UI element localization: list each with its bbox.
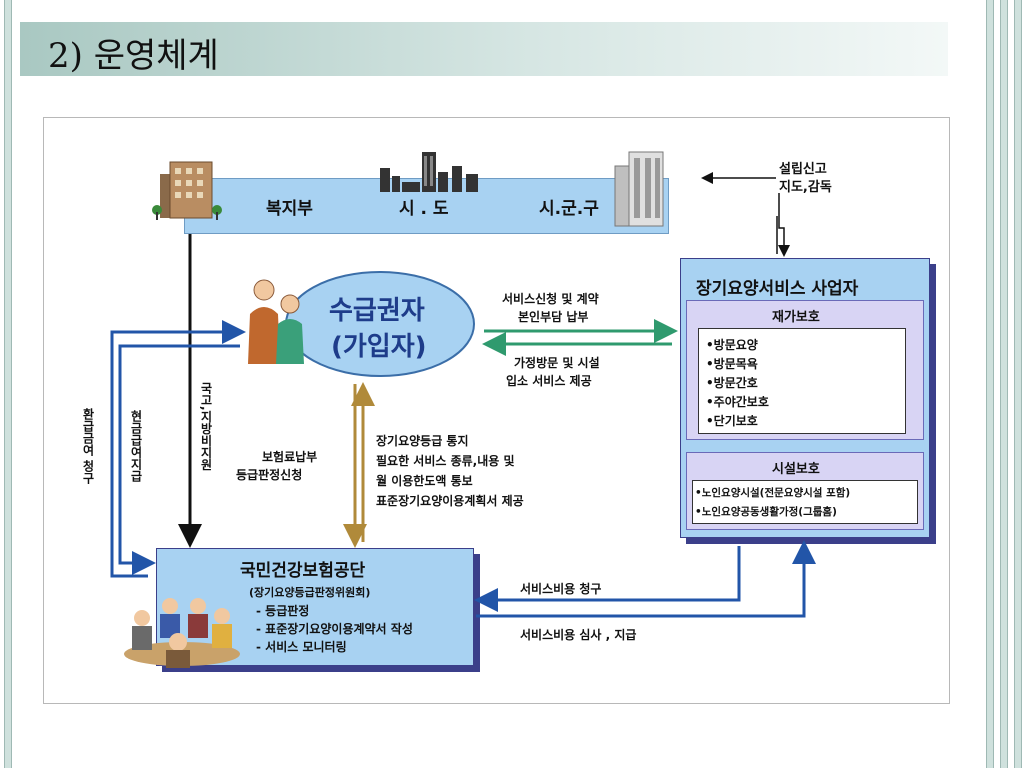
title-bar: 2) 운영체계 [20, 22, 948, 76]
gov-item-ministry: 복지부 [266, 199, 313, 219]
flow-billing: 서비스비용 청구 [520, 582, 602, 596]
nhis-title: 국민건강보험공단 [240, 561, 366, 581]
recipient-line-1: 수급권자 [329, 296, 425, 326]
facility-care-item: •노인요양시설(전문요양시설 포함) [695, 487, 851, 499]
facility-care-item: •노인요양공동생활가정(그룹홈) [695, 506, 837, 518]
office-tower-icon [614, 151, 664, 227]
flow-payment: 서비스비용 심사 , 지급 [520, 628, 637, 642]
nhis-item: - 표준장기요양이용계약서 작성 [256, 622, 413, 636]
home-care-item: •방문요양 [706, 338, 758, 352]
elderly-couple-icon [248, 279, 304, 364]
gov-note-line-1: 설립신고 [779, 162, 827, 177]
flow-nhis-to-recipient: 필요한 서비스 종류,내용 및 [376, 454, 515, 468]
home-care-heading: 재가보호 [772, 310, 820, 325]
recipient-line-2: (가입자) [331, 332, 427, 362]
nhis-item: - 서비스 모니터링 [256, 640, 347, 654]
flow-vertical-refund: 환급금여 청구 [81, 408, 95, 485]
right-rail-2 [1000, 0, 1008, 768]
flow-recipient-to-nhis: 보험료납부 [262, 450, 318, 464]
flow-arrows [110, 172, 816, 618]
right-rail-3 [1014, 0, 1022, 768]
flow-to-recipient: 입소 서비스 제공 [506, 374, 592, 388]
slide-title: 2) 운영체계 [48, 36, 219, 76]
nhis-subtitle: (장기요양등급판정위원회) [249, 586, 371, 599]
diagram-frame: 복지부 시 . 도 시.군.구 설립신고 지도,감독 장기요양서비스 사 [43, 117, 950, 704]
flow-nhis-to-recipient: 월 이용한도액 통보 [376, 474, 473, 488]
home-care-item: •주야간보호 [706, 395, 769, 409]
meeting-people-icon [124, 598, 240, 668]
home-care-item: •방문목욕 [706, 357, 758, 371]
right-rail-1 [986, 0, 994, 768]
flow-vertical-cash: 현금급여지급 [129, 410, 143, 482]
home-care-list [698, 328, 906, 434]
flow-nhis-to-recipient: 표준장기요양이용계획서 제공 [376, 494, 524, 508]
flow-vertical-subsidy: 국고,지방비지원 [199, 382, 213, 471]
flow-to-provider: 본인부담 납부 [518, 310, 589, 324]
left-rail [4, 0, 12, 768]
city-skyline-icon [380, 152, 478, 192]
home-care-item: •방문간호 [706, 376, 758, 390]
home-care-item: •단기보호 [706, 414, 758, 428]
flow-nhis-to-recipient: 장기요양등급 통지 [376, 434, 469, 448]
flow-recipient-to-nhis: 등급판정신청 [236, 468, 303, 482]
gov-item-district: 시.군.구 [539, 199, 599, 219]
building-icon [152, 161, 222, 220]
provider-title: 장기요양서비스 사업자 [696, 279, 859, 299]
flow-to-provider: 서비스신청 및 계약 [502, 292, 599, 306]
flow-to-recipient: 가정방문 및 시설 [514, 356, 600, 370]
facility-care-heading: 시설보호 [772, 462, 820, 477]
facility-care-list [692, 480, 918, 524]
gov-note-line-2: 지도,감독 [779, 180, 832, 195]
nhis-item: - 등급판정 [256, 604, 310, 618]
gov-item-province: 시 . 도 [399, 199, 449, 219]
